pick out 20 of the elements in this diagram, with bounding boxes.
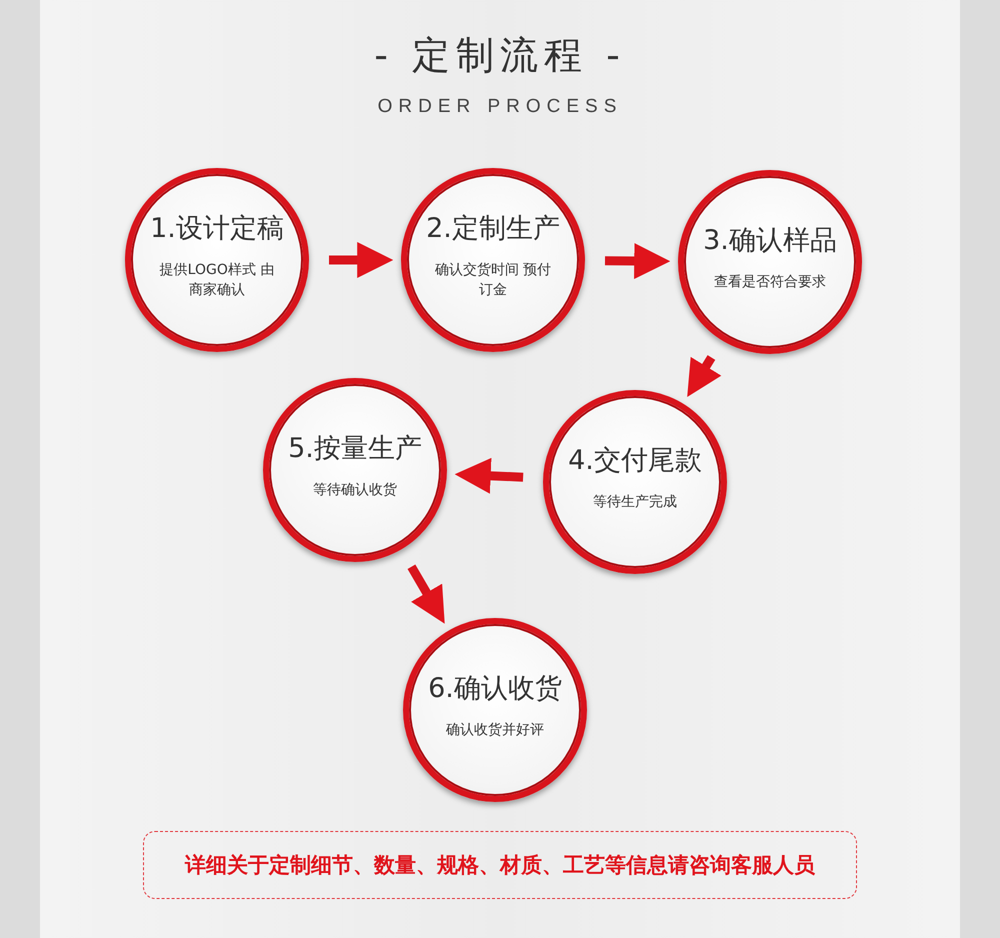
step-description: 确认收货并好评 <box>445 720 545 740</box>
arrow <box>329 242 394 278</box>
subtitle: ORDER PROCESS <box>376 96 624 118</box>
arrow <box>408 564 445 624</box>
step-description: 提供LOGO样式 由商家确认 <box>158 260 276 300</box>
step-title: 2.定制生产 <box>426 212 560 246</box>
step-title: 4.交付尾款 <box>568 444 702 478</box>
step-description: 等待确认收货 <box>312 480 398 500</box>
step-title: 1.设计定稿 <box>150 212 284 246</box>
arrow <box>454 458 524 494</box>
step-description: 等待生产完成 <box>592 492 678 512</box>
step-description: 查看是否符合要求 <box>713 272 827 292</box>
step-title: 6.确认收货 <box>428 672 562 706</box>
step-title: 5.按量生产 <box>288 432 422 466</box>
title: - 定制流程 - <box>373 32 627 79</box>
contact-note: 详细关于定制细节、数量、规格、材质、工艺等信息请咨询客服人员 <box>143 831 857 899</box>
step-title: 3.确认样品 <box>703 224 837 258</box>
step-description: 确认交货时间 预付订金 <box>434 260 552 300</box>
arrow <box>604 243 670 280</box>
arrow <box>687 355 722 397</box>
